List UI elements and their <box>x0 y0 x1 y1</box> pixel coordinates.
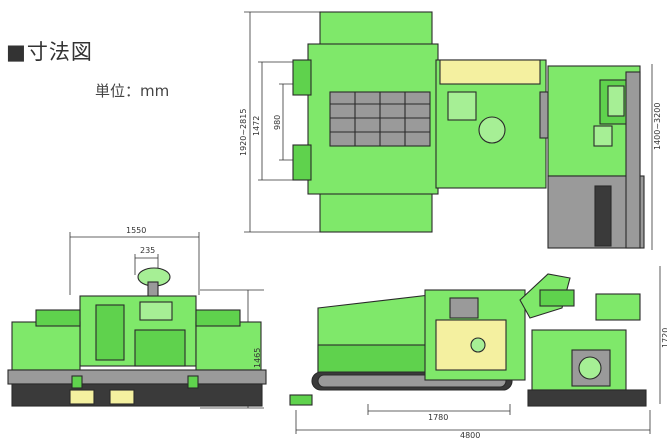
unit-label: 単位：mm <box>95 82 170 100</box>
dim-front-235: 235 <box>140 246 155 255</box>
dim-side-track: 1780 <box>428 413 448 422</box>
top-view-drawing <box>244 11 653 250</box>
front-view-drawing <box>7 232 267 409</box>
dim-side-length: 4800 <box>460 431 480 439</box>
dim-top-1472: 1472 <box>252 116 261 136</box>
dim-top-right-range: 1400~3200 <box>653 103 662 150</box>
dim-top-980: 980 <box>273 115 282 130</box>
dim-front-height: 1465 <box>253 348 262 368</box>
page-title: ■寸法図 <box>6 40 93 64</box>
dim-front-width: 1550 <box>126 226 146 235</box>
side-view-drawing <box>289 266 661 434</box>
dim-top-overall: 1920~2815 <box>239 109 248 156</box>
dim-side-height: 1720 <box>661 328 667 348</box>
